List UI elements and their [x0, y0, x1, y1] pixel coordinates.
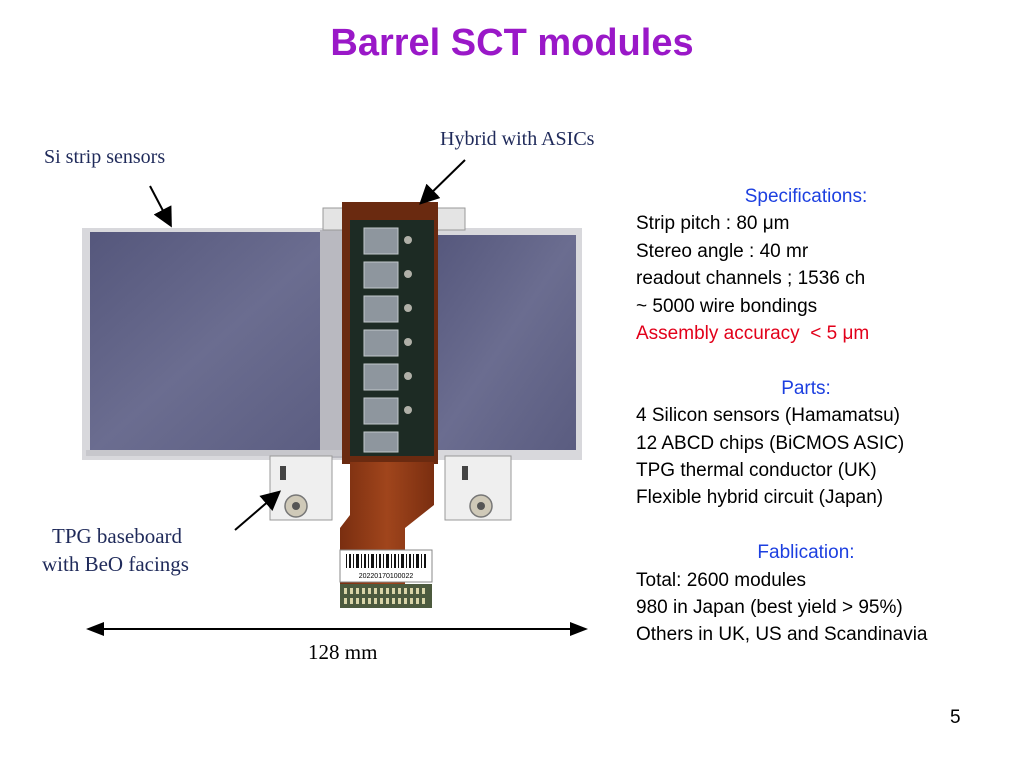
spec-item: Stereo angle : 40 mr	[636, 240, 809, 262]
dimension-arrow	[86, 622, 588, 636]
specifications-heading: Specifications:	[744, 186, 868, 207]
arrow-tpg	[234, 490, 282, 531]
parts-item: 12 ABCD chips (BiCMOS ASIC)	[636, 432, 905, 454]
barcode	[346, 554, 426, 568]
fablication-item: Others in UK, US and Scandinavia	[636, 624, 928, 646]
label-tpg-line1: TPG baseboard	[52, 524, 183, 548]
hybrid-with-asics	[342, 202, 438, 464]
parts-item: Flexible hybrid circuit (Japan)	[636, 487, 884, 509]
label-tpg-line2: with BeO facings	[42, 552, 189, 576]
spec-item: ~ 5000 wire bondings	[636, 295, 818, 317]
module-figure: 20220170100022	[0, 110, 620, 680]
page-number: 5	[950, 707, 961, 728]
slide-title: Barrel SCT modules	[330, 22, 694, 64]
arrow-si-strip	[149, 185, 172, 228]
label-si-strip-sensors: Si strip sensors	[44, 146, 166, 168]
spec-item: readout channels ; 1536 ch	[636, 268, 866, 290]
arrow-hybrid	[419, 159, 466, 205]
si-strip-sensors	[82, 228, 582, 460]
spec-highlight: Assembly accuracy < 5 μm	[636, 323, 870, 345]
module-photo: 20220170100022	[82, 159, 588, 636]
spec-item: Strip pitch : 80 μm	[636, 213, 790, 235]
fablication-item: Total: 2600 modules	[636, 569, 807, 591]
parts-heading: Parts:	[781, 377, 831, 399]
fablication-heading: Fablication:	[757, 542, 855, 564]
label-hybrid-with-asics: Hybrid with ASICs	[440, 128, 595, 150]
barcode-text: 20220170100022	[359, 573, 414, 580]
parts-item: TPG thermal conductor (UK)	[636, 460, 877, 482]
spec-panel: Specifications: Strip pitch : 80 μm Ster…	[636, 183, 1016, 649]
label-dimension: 128 mm	[308, 640, 378, 664]
asic-chips	[363, 227, 399, 453]
flex-cable: 20220170100022	[339, 462, 434, 608]
parts-item: 4 Silicon sensors (Hamamatsu)	[636, 405, 900, 427]
fablication-item: 980 in Japan (best yield > 95%)	[636, 597, 903, 619]
